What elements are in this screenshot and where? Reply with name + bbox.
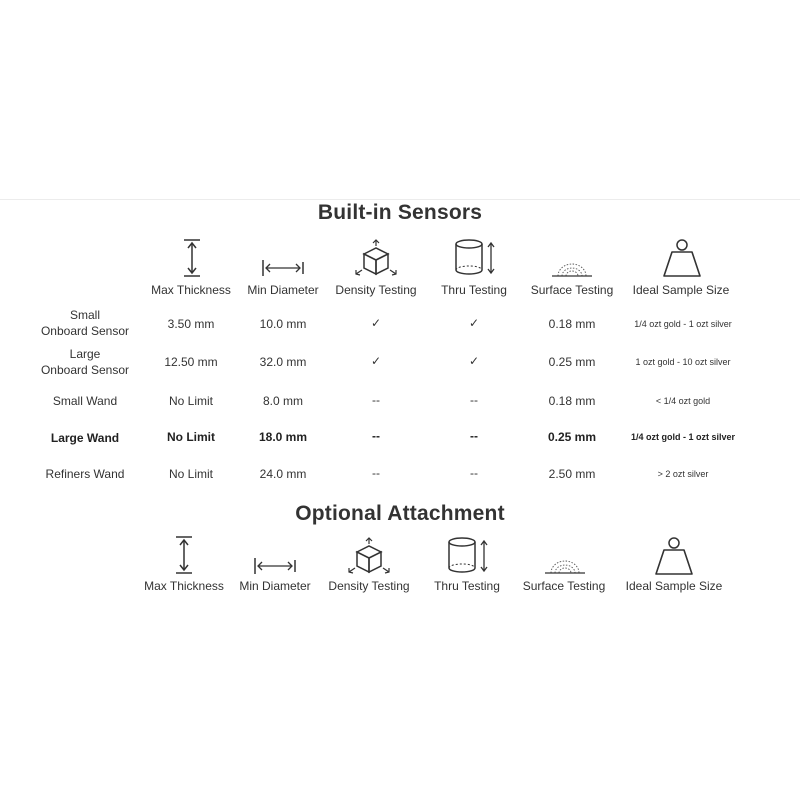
cylinder-icon — [444, 536, 490, 576]
cell-ideal-sample-size: 1 ozt gold - 10 ozt silver — [635, 357, 731, 367]
cell-surface-testing: 0.18 mm — [548, 394, 596, 408]
col-label-thru-testing: Thru Testing — [441, 283, 507, 297]
cell-surface-testing: 0.25 mm — [547, 430, 597, 444]
cell-thru-testing: ✓ — [468, 354, 480, 368]
cell-density-testing: -- — [372, 466, 380, 480]
cell-density-testing: -- — [372, 393, 380, 407]
col-label-min-diameter: Min Diameter — [239, 579, 311, 593]
weight-icon — [652, 536, 696, 578]
cylinder-icon — [451, 238, 497, 278]
cell-ideal-sample-size: 1/4 ozt gold - 1 ozt silver — [630, 432, 736, 442]
col-label-max-thickness: Max Thickness — [144, 579, 224, 593]
cell-thru-testing: -- — [470, 466, 478, 480]
cell-thru-testing: -- — [470, 429, 478, 443]
col-label-ideal-sample-size: Ideal Sample Size — [625, 579, 723, 593]
surface-wave-icon — [550, 260, 594, 278]
cell-min-diameter: 8.0 mm — [262, 394, 304, 408]
cell-max-thickness: No Limit — [168, 394, 214, 408]
col-label-density-testing: Density Testing — [335, 283, 417, 297]
cell-min-diameter: 24.0 mm — [259, 467, 307, 481]
cell-surface-testing: 0.25 mm — [548, 355, 596, 369]
cell-max-thickness: No Limit — [167, 430, 215, 444]
cell-surface-testing: 0.18 mm — [548, 317, 596, 331]
cell-ideal-sample-size: < 1/4 ozt gold — [655, 396, 711, 406]
section-title-builtin: Built-in Sensors — [317, 201, 483, 224]
col-label-min-diameter: Min Diameter — [247, 283, 319, 297]
cube-icon — [352, 238, 400, 280]
min-diameter-icon — [260, 258, 306, 278]
cell-density-testing: -- — [372, 429, 380, 443]
col-label-surface-testing: Surface Testing — [530, 283, 614, 297]
cell-surface-testing: 2.50 mm — [548, 467, 596, 481]
cell-max-thickness: 12.50 mm — [164, 355, 218, 369]
min-diameter-icon — [252, 556, 298, 576]
cell-density-testing: ✓ — [370, 316, 382, 330]
cell-thru-testing: ✓ — [468, 316, 480, 330]
cell-thru-testing: -- — [470, 393, 478, 407]
col-label-max-thickness: Max Thickness — [151, 283, 231, 297]
cell-min-diameter: 10.0 mm — [259, 317, 307, 331]
cell-ideal-sample-size: > 2 ozt silver — [657, 469, 709, 479]
row-label-small-wand: Small Wand — [52, 394, 118, 408]
cube-icon — [345, 536, 393, 578]
col-label-surface-testing: Surface Testing — [522, 579, 606, 593]
cell-min-diameter: 18.0 mm — [258, 430, 308, 444]
cell-ideal-sample-size: 1/4 ozt gold - 1 ozt silver — [634, 319, 732, 329]
cell-max-thickness: No Limit — [168, 467, 214, 481]
col-label-ideal-sample-size: Ideal Sample Size — [632, 283, 730, 297]
max-thickness-icon — [172, 238, 212, 278]
top-divider — [0, 199, 800, 200]
cell-min-diameter: 32.0 mm — [259, 355, 307, 369]
max-thickness-icon — [164, 535, 204, 575]
row-label-refiners-wand: Refiners Wand — [45, 467, 125, 481]
row-label-large-wand: Large Wand — [50, 431, 120, 445]
section-title-optional: Optional Attachment — [295, 502, 505, 525]
cell-max-thickness: 3.50 mm — [167, 317, 215, 331]
surface-wave-icon — [543, 557, 587, 575]
col-label-thru-testing: Thru Testing — [434, 579, 500, 593]
row-label-small-onboard-sensor: Small Onboard Sensor — [40, 308, 130, 338]
col-label-density-testing: Density Testing — [328, 579, 410, 593]
cell-density-testing: ✓ — [370, 354, 382, 368]
weight-icon — [660, 238, 704, 280]
row-label-large-onboard-sensor: Large Onboard Sensor — [40, 347, 130, 377]
